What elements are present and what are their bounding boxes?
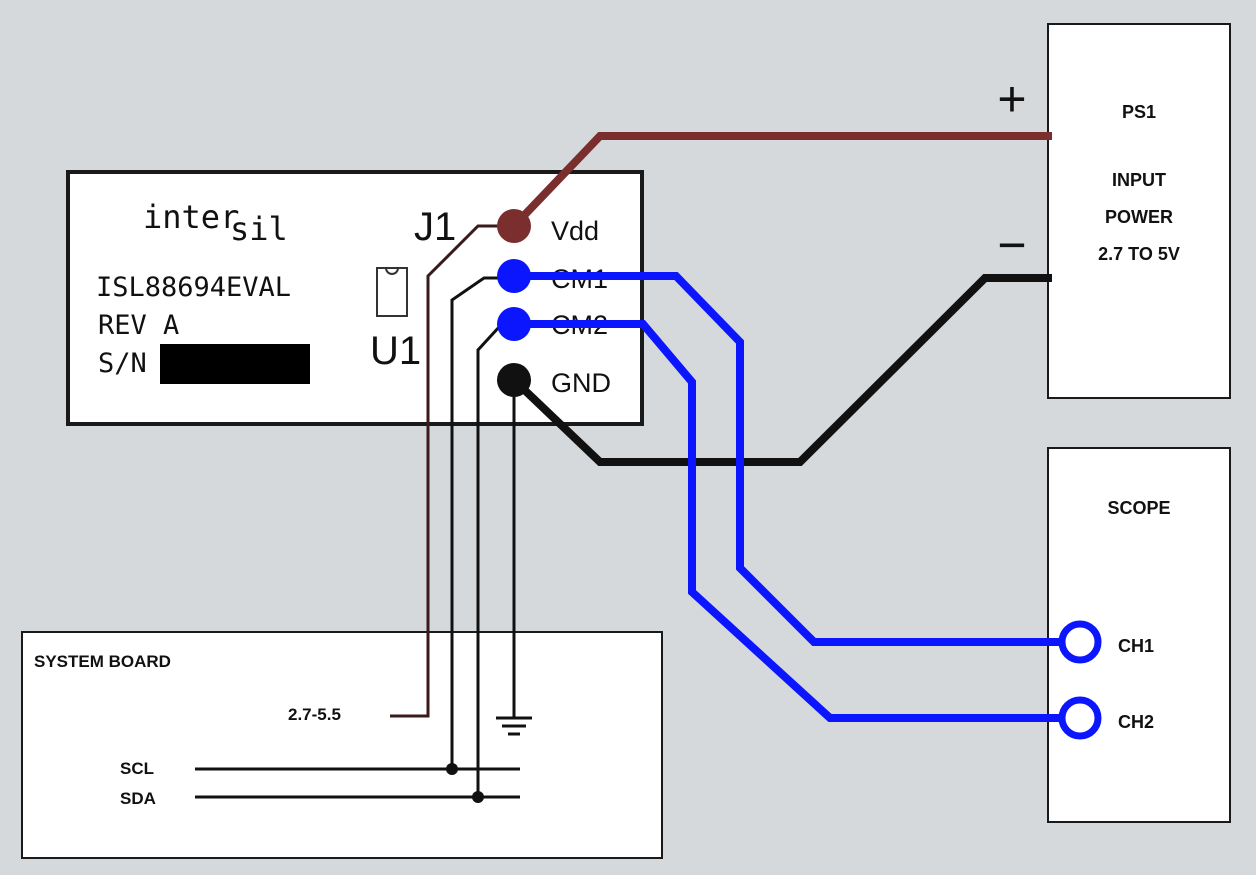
- junction-sda: [472, 791, 484, 803]
- scope-channel-1-label: CH1: [1118, 636, 1154, 656]
- pin-label-vdd: Vdd: [551, 216, 599, 246]
- system-wiring: [195, 224, 532, 803]
- power-supply-line-1: INPUT: [1112, 170, 1166, 190]
- pin-vdd: [497, 209, 531, 243]
- minus-terminal-symbol: −: [997, 217, 1026, 273]
- serial-label: S/N: [98, 348, 147, 379]
- pin-cm2: [497, 307, 531, 341]
- scope-ch2-terminal: [1058, 696, 1102, 740]
- connector-label: J1: [414, 205, 456, 249]
- system-board: SYSTEM BOARD 2.7-5.5 SCL SDA: [21, 631, 663, 859]
- wire-cm2-to-ch2: [514, 320, 1062, 722]
- plus-terminal-symbol: +: [997, 71, 1026, 127]
- power-supply-outline: [1047, 23, 1231, 399]
- scope-ch1-terminal: [1058, 620, 1102, 664]
- power-supply-line-3: 2.7 TO 5V: [1098, 244, 1180, 264]
- scope-name: SCOPE: [1107, 498, 1170, 518]
- logo-text-sub: sil: [230, 210, 288, 248]
- junction-scl: [446, 763, 458, 775]
- j1-pins: [497, 209, 531, 397]
- ground-icon: [496, 716, 532, 736]
- wire-ps-plus-to-vdd: [511, 132, 1052, 229]
- power-supply-name: PS1: [1122, 102, 1156, 122]
- wire-ps-minus-to-gnd: [511, 274, 1052, 466]
- chip-icon: [376, 267, 408, 317]
- wire-cm1-to-ch1: [514, 272, 1062, 646]
- system-board-outline: [21, 631, 663, 859]
- pin-gnd: [497, 363, 531, 397]
- serial-number-redaction: [160, 344, 310, 384]
- scope-terminals: [1058, 620, 1102, 740]
- wire-supply-to-vdd: [390, 224, 512, 718]
- probe-wiring: [511, 132, 1062, 722]
- scl-label: SCL: [120, 759, 154, 778]
- sda-label: SDA: [120, 789, 156, 808]
- scope-channel-2-label: CH2: [1118, 712, 1154, 732]
- pin-cm1: [497, 259, 531, 293]
- part-number: ISL88694EVAL: [96, 272, 291, 303]
- logo-text-main: inter: [143, 198, 239, 236]
- power-supply-line-2: POWER: [1105, 207, 1173, 227]
- chip-label: U1: [370, 329, 421, 373]
- supply-voltage-label: 2.7-5.5: [288, 705, 341, 724]
- system-board-title: SYSTEM BOARD: [34, 652, 171, 671]
- eval-board: inter sil ISL88694EVAL REV A S/N J1 U1 V…: [66, 170, 644, 426]
- power-supply: PS1 INPUT POWER 2.7 TO 5V + −: [997, 23, 1231, 399]
- pin-label-gnd: GND: [551, 368, 611, 398]
- revision-label: REV A: [98, 310, 179, 341]
